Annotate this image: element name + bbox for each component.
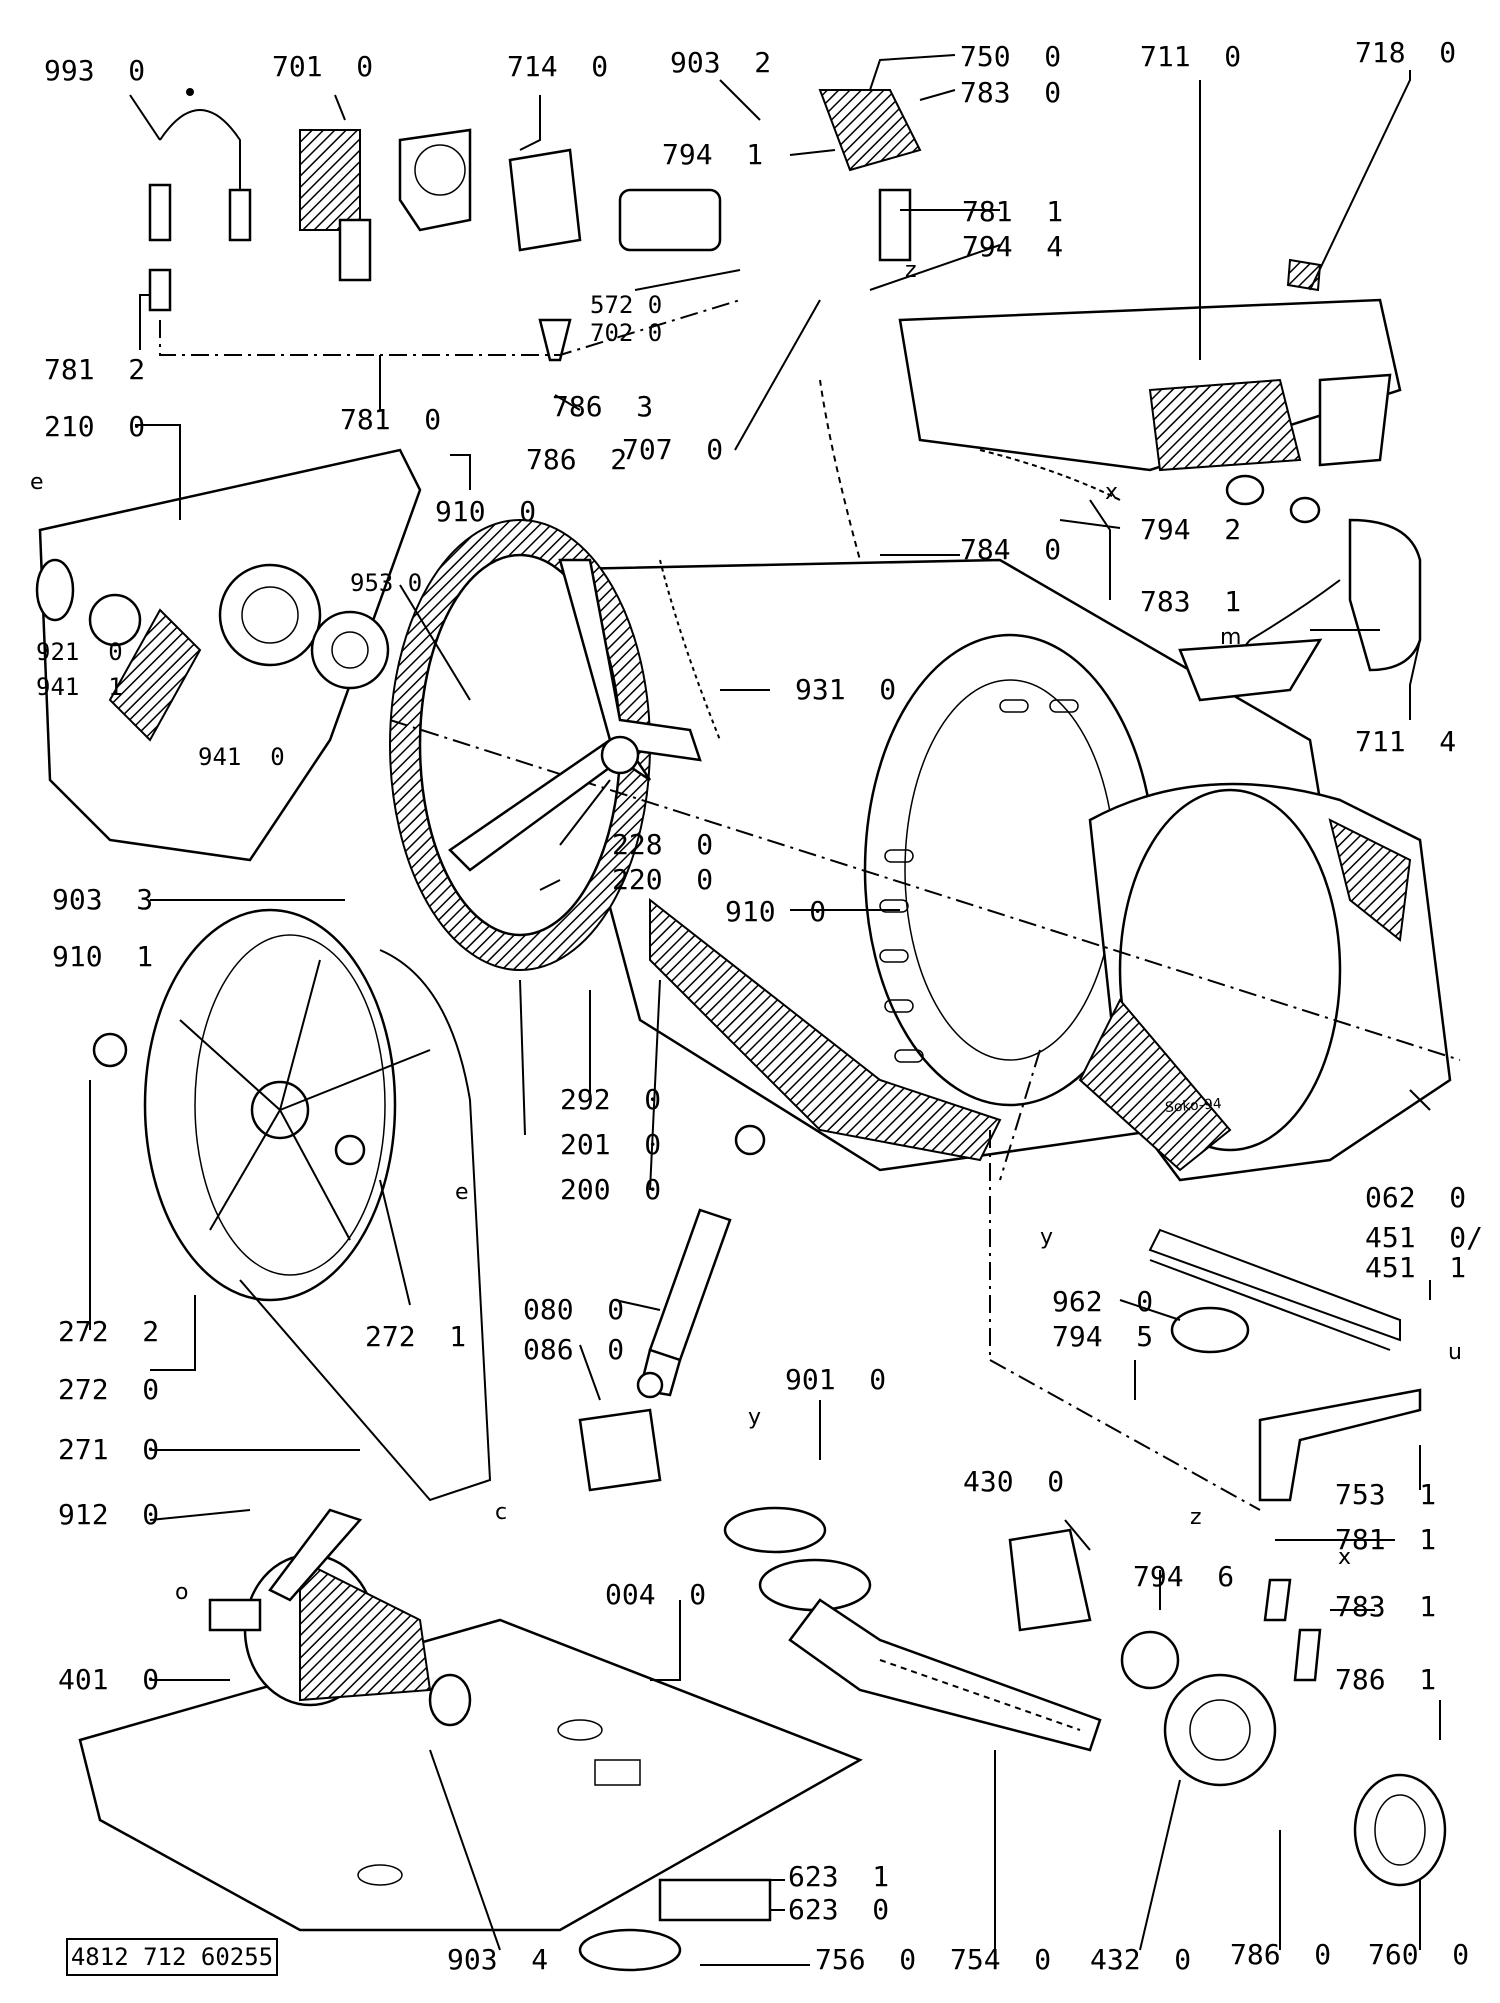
label-794-6: 794 6: [1133, 1560, 1235, 1593]
label-430-0: 430 0: [963, 1465, 1065, 1498]
letter-m: m: [1220, 625, 1242, 650]
document-number: 4812 712 60255: [66, 1938, 278, 1976]
label-702-0: 702 0: [590, 319, 663, 347]
letter-z-bot: z: [1190, 1505, 1202, 1530]
label-572-0: 572 0: [590, 291, 663, 319]
label-953-0: 953 0: [350, 569, 423, 597]
label-760-0: 760 0: [1368, 1938, 1470, 1971]
label-451-0: 451 0/: [1365, 1221, 1484, 1254]
label-784-0: 784 0: [960, 533, 1062, 566]
label-711-4: 711 4: [1355, 725, 1457, 758]
label-781-1-bot: 781 1: [1335, 1523, 1437, 1556]
label-228-0: 228 0: [612, 828, 714, 861]
drain-assembly: [723, 1506, 1447, 1887]
rear-bearing-housing-210: [35, 448, 422, 862]
label-754-0: 754 0: [950, 1943, 1052, 1976]
detergent-drawer-711: [898, 258, 1402, 472]
label-210-0: 210 0: [44, 410, 146, 443]
label-903-2: 903 2: [670, 46, 772, 79]
label-794-4: 794 4: [962, 230, 1064, 263]
letter-u: u: [1448, 1340, 1462, 1365]
pulley-and-belt: [92, 908, 492, 1502]
label-783-1-bot: 783 1: [1335, 1590, 1437, 1623]
label-901-0: 901 0: [785, 1363, 887, 1396]
label-272-2: 272 2: [58, 1315, 160, 1348]
letter-c: c: [495, 1500, 508, 1525]
label-910-0-mid: 910 0: [725, 895, 827, 928]
label-432-0: 432 0: [1090, 1943, 1192, 1976]
label-220-0: 220 0: [612, 863, 714, 896]
label-200-0: 200 0: [560, 1173, 662, 1206]
motor-401: [208, 1508, 472, 1727]
label-714-0: 714 0: [507, 50, 609, 83]
label-783-0: 783 0: [960, 76, 1062, 109]
drum-openings: [879, 699, 1079, 1063]
label-903-4: 903 4: [447, 1943, 549, 1976]
label-623-1: 623 1: [788, 1860, 890, 1893]
label-080-0: 080 0: [523, 1293, 625, 1326]
hoses: [819, 379, 1422, 702]
label-786-2: 786 2: [526, 443, 628, 476]
label-962-0: 962 0: [1052, 1285, 1154, 1318]
label-910-1: 910 1: [52, 940, 154, 973]
door-lock-756: [578, 1878, 772, 1972]
label-941-0: 941 0: [198, 743, 285, 771]
label-931-0: 931 0: [795, 673, 897, 706]
letter-e-belt: e: [455, 1180, 469, 1205]
label-993-0: 993 0: [44, 54, 146, 87]
label-786-0: 786 0: [1230, 1938, 1332, 1971]
label-292-0: 292 0: [560, 1083, 662, 1116]
label-451-1: 451 1: [1365, 1251, 1467, 1284]
letter-y-bot: y: [748, 1405, 762, 1430]
label-401-0: 401 0: [58, 1663, 160, 1696]
letter-y-drum: y: [1040, 1225, 1054, 1250]
label-781-1-top: 781 1: [962, 195, 1064, 228]
label-701-0: 701 0: [272, 50, 374, 83]
letter-z-top: z: [905, 258, 917, 283]
heating-element-451: [1148, 1228, 1422, 1502]
label-623-0: 623 0: [788, 1893, 890, 1926]
letter-x-bot: x: [1338, 1545, 1352, 1570]
label-786-1: 786 1: [1335, 1663, 1437, 1696]
letter-x-top: x: [1105, 480, 1119, 505]
label-753-1: 753 1: [1335, 1478, 1437, 1511]
letter-e-top: e: [30, 470, 44, 495]
label-271-0: 271 0: [58, 1433, 160, 1466]
label-910-0-top: 910 0: [435, 495, 537, 528]
label-941-1: 941 1: [36, 673, 123, 701]
label-921-0: 921 0: [36, 638, 123, 666]
label-086-0: 086 0: [523, 1333, 625, 1366]
label-781-0: 781 0: [340, 403, 442, 436]
label-201-0: 201 0: [560, 1128, 662, 1161]
label-903-3: 903 3: [52, 883, 154, 916]
base-plate-004: [78, 1618, 863, 1932]
label-794-1: 794 1: [662, 138, 764, 171]
connection-lines: [159, 299, 1261, 1511]
top-components: [299, 89, 922, 362]
letter-o: o: [175, 1580, 189, 1605]
label-711-0: 711 0: [1140, 40, 1242, 73]
label-786-3: 786 3: [552, 390, 654, 423]
label-783-1-top: 783 1: [1140, 585, 1242, 618]
shock-absorber-080: [578, 1124, 766, 1492]
label-707-0: 707 0: [622, 433, 724, 466]
label-912-0: 912 0: [58, 1498, 160, 1531]
leader-lines: [89, 54, 1441, 1966]
suspension-spring-993: [148, 88, 252, 312]
label-718-0: 718 0: [1355, 36, 1457, 69]
label-004-0: 004 0: [605, 1578, 707, 1611]
label-272-0: 272 0: [58, 1373, 160, 1406]
label-272-1: 272 1: [365, 1320, 467, 1353]
label-794-2: 794 2: [1140, 513, 1242, 546]
label-756-0: 756 0: [815, 1943, 917, 1976]
label-750-0: 750 0: [960, 40, 1062, 73]
label-062-0: 062 0: [1365, 1181, 1467, 1214]
label-794-5: 794 5: [1052, 1320, 1154, 1353]
drum-assembly: [389, 519, 1461, 1182]
label-781-2: 781 2: [44, 353, 146, 386]
